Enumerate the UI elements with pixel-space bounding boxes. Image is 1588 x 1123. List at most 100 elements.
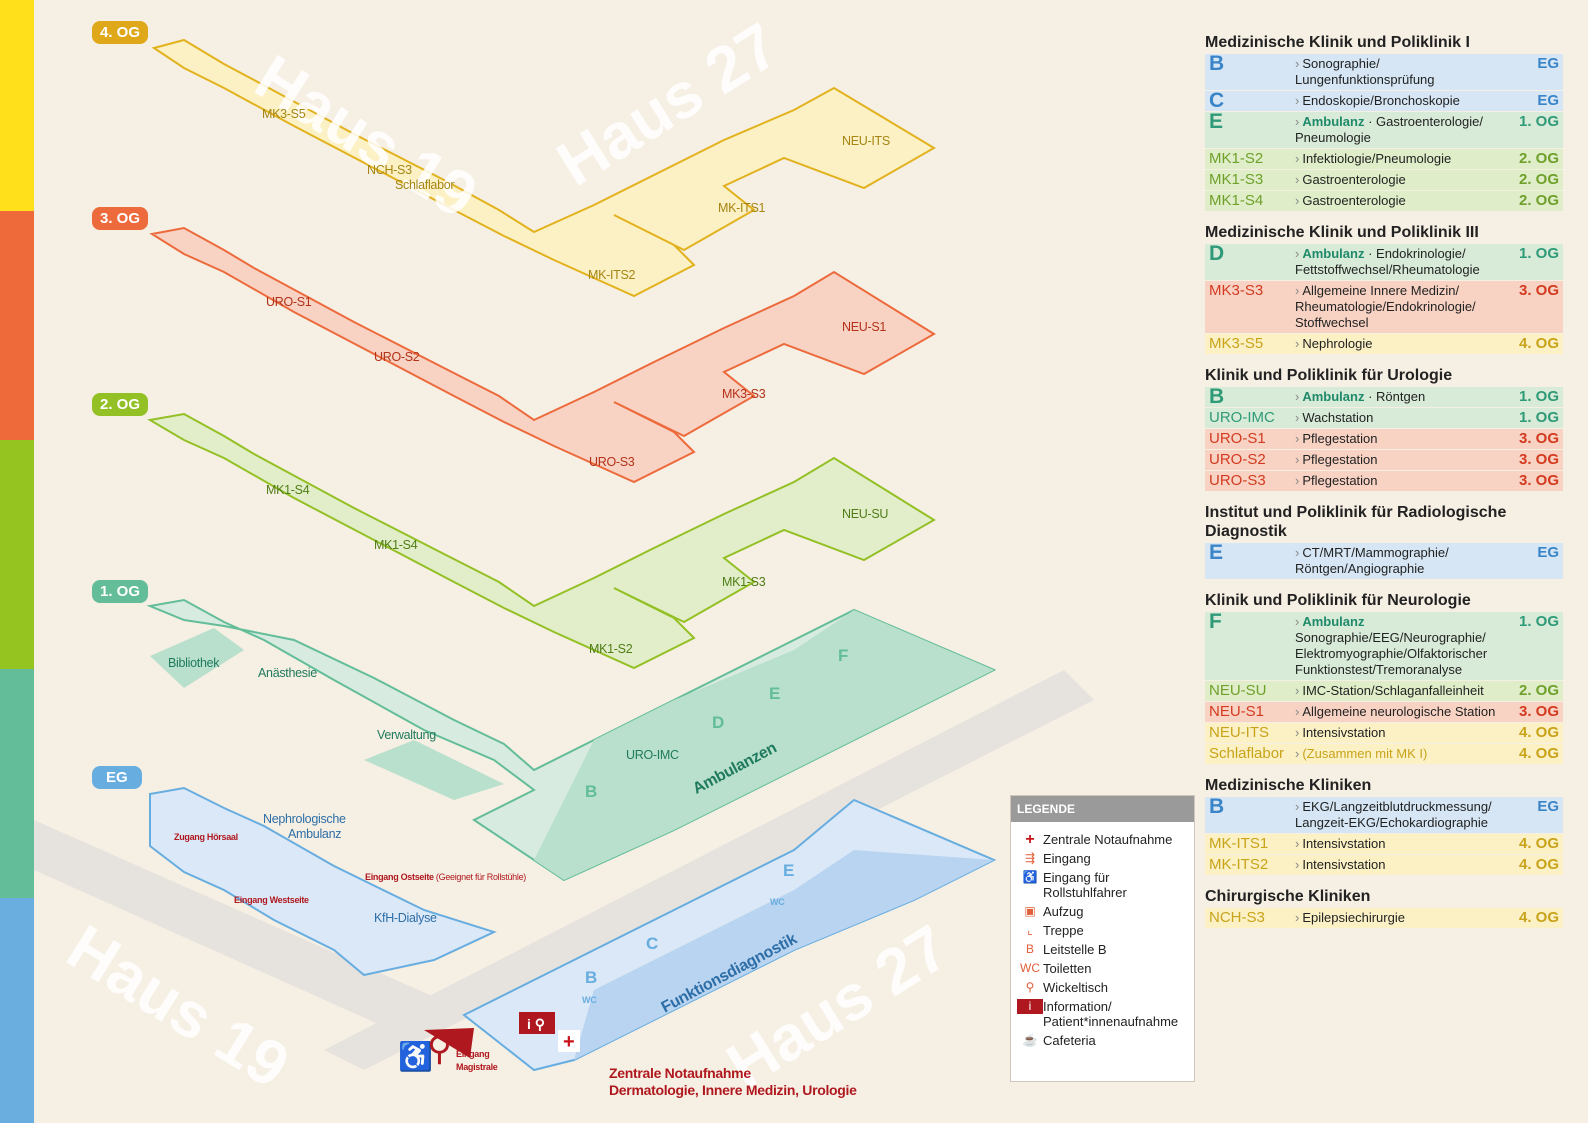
chevron-right-icon: › (1295, 746, 1300, 761)
clinic-code: E (1209, 110, 1224, 133)
chevron-right-icon: › (1295, 431, 1300, 446)
clinic-code: C (1209, 89, 1225, 112)
entrance-magistrale-2[interactable]: Magistrale (456, 1062, 498, 1072)
clinic-row[interactable]: URO-IMC ›Wachstation 1. OG (1205, 408, 1563, 428)
clinic-row[interactable]: E›Ambulanz · Gastroenterologie/ Pneumolo… (1205, 110, 1563, 148)
legend-item-icon: ⚲ (1025, 980, 1035, 994)
clinic-desc: ›Pflegestation (1295, 452, 1513, 468)
clinic-desc-text: Allgemeine Innere Medizin/ Rheumatologie… (1295, 283, 1476, 330)
clinic-row[interactable]: F›Ambulanz Sonographie/EEG/Neurographie/… (1205, 611, 1563, 680)
clinic-desc-text: Pflegestation (1302, 473, 1378, 488)
clinic-code: URO-IMC (1209, 409, 1275, 426)
room-eg-wc1: WC (770, 897, 785, 907)
clinic-floor: 2. OG (1518, 682, 1559, 699)
clinic-code: MK1-S3 (1209, 171, 1264, 188)
legend-item-icon: ▣ (1024, 904, 1036, 918)
room-uro-s1: URO-S1 (266, 295, 312, 309)
legend-item: ♿Eingang für Rollstuhlfahrer (1011, 870, 1194, 900)
clinic-code: URO-S1 (1209, 430, 1266, 447)
clinic-desc-text: (Zusammen mit MK I) (1302, 746, 1428, 761)
clinic-code: MK3-S5 (1209, 335, 1264, 352)
clinic-row[interactable]: MK3-S3›Allgemeine Innere Medizin/ Rheuma… (1205, 281, 1563, 333)
room-mk1-s2: MK1-S2 (589, 642, 633, 656)
room-mk1-s4-a: MK1-S4 (266, 483, 310, 497)
clinic-floor: 2. OG (1518, 192, 1559, 209)
room-eg-wc2: WC (582, 995, 597, 1005)
clinic-floor: 1. OG (1518, 613, 1559, 630)
chevron-right-icon: › (1295, 283, 1300, 298)
clinic-desc-text: Nephrologie (1302, 336, 1373, 351)
legend: LEGENDE +Zentrale Notaufnahme⇶Eingang♿Ei… (1010, 795, 1195, 1082)
entrance-notaufnahme-2: Dermatologie, Innere Medizin, Urologie (609, 1082, 857, 1098)
clinic-desc: ›Gastroenterologie (1295, 193, 1513, 209)
clinic-desc: ›Nephrologie (1295, 336, 1513, 352)
chevron-right-icon: › (1295, 473, 1300, 488)
entrance-ost[interactable]: Eingang Ostseite (Geeignet für Rollstühl… (365, 872, 526, 882)
room-mk3-s5: MK3-S5 (262, 107, 306, 121)
clinic-desc: ›Intensivstation (1295, 836, 1513, 852)
clinic-row[interactable]: NCH-S3 ›Epilepsiechirurgie 4. OG (1205, 908, 1563, 928)
road-magistrale (324, 670, 1094, 1070)
clinic-row[interactable]: E›CT/MRT/Mammographie/ Röntgen/Angiograp… (1205, 542, 1563, 579)
entrance-hoersaal[interactable]: Zugang Hörsaal (174, 832, 238, 842)
clinic-floor: 1. OG (1518, 409, 1559, 426)
legend-item-icon: WC (1020, 961, 1040, 975)
svg-text:+: + (563, 1031, 575, 1053)
room-mk1-s4-b: MK1-S4 (374, 538, 418, 552)
section-title: Chirurgische Kliniken (1205, 888, 1371, 905)
chevron-right-icon: › (1295, 704, 1300, 719)
entrance-magistrale-1[interactable]: Eingang (456, 1049, 490, 1059)
clinic-floor: 1. OG (1518, 388, 1559, 405)
legend-item-label: Zentrale Notaufnahme (1043, 832, 1173, 847)
clinic-code: NEU-ITS (1209, 724, 1269, 741)
floor-label-3og: 3. OG (92, 207, 149, 230)
clinic-desc: ›Wachstation (1295, 410, 1513, 426)
room-b: B (585, 782, 597, 801)
clinic-desc-text: Intensivstation (1302, 857, 1386, 872)
legend-item-icon: B (1025, 942, 1034, 956)
ambulanz-label: Ambulanz (1302, 389, 1369, 404)
clinic-desc: ›Pflegestation (1295, 431, 1513, 447)
legend-item-icon: ⇶ (1024, 851, 1036, 865)
entrance-west[interactable]: Eingang Westseite (234, 895, 309, 905)
clinic-desc-text: · Gastroenterologie/ Pneumologie (1295, 114, 1483, 145)
legend-item-label: Wickeltisch (1043, 980, 1109, 995)
clinic-desc-text: Allgemeine neurologische Station (1302, 704, 1496, 719)
clinic-row[interactable]: B›EKG/Langzeitblutdruckmessung/ Langzeit… (1205, 796, 1563, 833)
clinic-code: NCH-S3 (1209, 909, 1265, 926)
clinic-desc-text: Sonographie/EEG/Neurographie/ Elektromyo… (1295, 630, 1488, 677)
floor-3og-shape (149, 226, 936, 484)
entrance-notaufnahme-1[interactable]: Zentrale Notaufnahme (609, 1065, 751, 1081)
chevron-right-icon: › (1295, 56, 1300, 71)
floor-4og-shape (151, 38, 936, 298)
floor-plan: i ⚲ + Haus 19 Haus 27 Haus 19 Haus 27 4.… (34, 0, 1204, 1123)
floor-label-2og: 2. OG (92, 393, 149, 416)
clinic-desc: ›Sonographie/ Lungenfunktionsprüfung (1295, 56, 1513, 88)
section-title: Medizinische Klinik und Poliklinik III (1205, 224, 1479, 241)
clinic-desc-text: Endoskopie/Bronchoskopie (1302, 93, 1460, 108)
floor-2og-shape (147, 412, 936, 670)
clinic-floor: 4. OG (1518, 909, 1559, 926)
clinic-floor: 4. OG (1518, 856, 1559, 873)
magistrale-arrow (424, 1028, 474, 1058)
clinic-floor: 3. OG (1518, 282, 1559, 299)
clinic-desc: ›Epilepsiechirurgie (1295, 910, 1513, 926)
chevron-right-icon: › (1295, 151, 1300, 166)
clinic-row[interactable]: D›Ambulanz · Endokrinologie/ Fettstoffwe… (1205, 243, 1563, 280)
clinic-row[interactable]: Schlaflabor›(Zusammen mit MK I)4. OG (1205, 744, 1563, 764)
